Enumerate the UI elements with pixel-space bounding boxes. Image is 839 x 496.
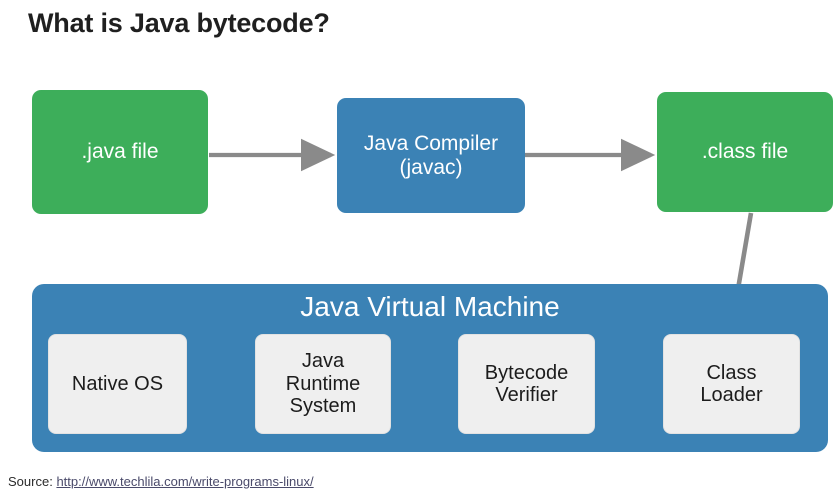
node-java-runtime-system[interactable]: Java Runtime System bbox=[255, 334, 391, 434]
node-bytecode-verifier[interactable]: Bytecode Verifier bbox=[458, 334, 595, 434]
node-java-runtime-system-label-line2: Runtime bbox=[285, 372, 361, 395]
node-class-loader-label-line1: Class bbox=[706, 361, 757, 384]
node-class-file-label: .class file bbox=[701, 140, 789, 164]
node-java-compiler[interactable]: Java Compiler (javac) bbox=[337, 98, 525, 213]
node-java-compiler-label-line2: (javac) bbox=[399, 155, 463, 179]
node-class-file[interactable]: .class file bbox=[657, 92, 833, 212]
page-title: What is Java bytecode? bbox=[28, 8, 330, 38]
jvm-title: Java Virtual Machine bbox=[300, 291, 560, 322]
node-java-compiler-label-line1: Java Compiler bbox=[363, 131, 499, 155]
node-class-loader-label-line2: Loader bbox=[700, 384, 763, 406]
source-label: Source: bbox=[8, 474, 53, 489]
node-java-runtime-system-label-line3: System bbox=[289, 395, 357, 418]
source-attribution: Source: http://www.techlila.com/write-pr… bbox=[8, 474, 314, 489]
node-java-file-label: .java file bbox=[81, 140, 159, 164]
node-bytecode-verifier-label-line1: Bytecode bbox=[484, 361, 569, 384]
node-native-os-label: Native OS bbox=[71, 372, 164, 395]
node-java-file[interactable]: .java file bbox=[32, 90, 208, 214]
flowchart-diagram: .java file Java Compiler (javac) .class … bbox=[0, 62, 839, 462]
node-java-runtime-system-label-line1: Java bbox=[301, 350, 345, 373]
node-class-loader[interactable]: Class Loader bbox=[663, 334, 800, 434]
node-bytecode-verifier-label-line2: Verifier bbox=[495, 384, 558, 406]
source-link[interactable]: http://www.techlila.com/write-programs-l… bbox=[56, 474, 314, 489]
node-native-os[interactable]: Native OS bbox=[48, 334, 187, 434]
